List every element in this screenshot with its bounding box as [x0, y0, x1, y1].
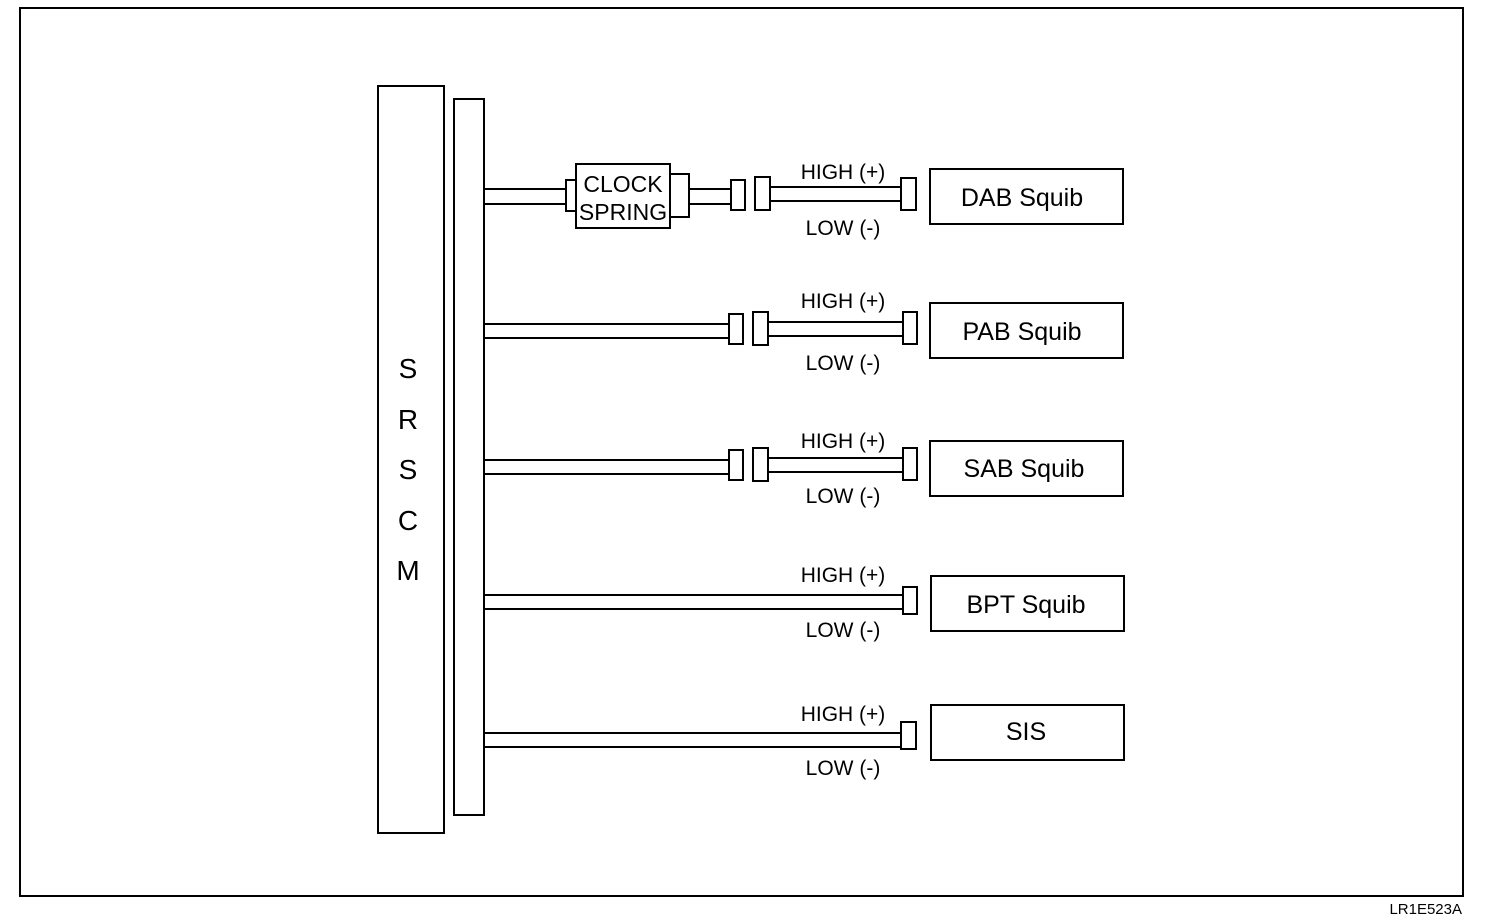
- squib-box-dab: [929, 168, 1124, 225]
- srscm-letter: R: [398, 404, 418, 435]
- high-label: HIGH (+): [801, 290, 886, 313]
- connector: [728, 449, 744, 481]
- circuit-bpt: HIGH (+) LOW (-) BPT Squib: [484, 564, 1125, 642]
- high-label: HIGH (+): [801, 161, 886, 184]
- circuit-pab: HIGH (+) LOW (-) PAB Squib: [484, 290, 1124, 375]
- low-label: LOW (-): [806, 619, 881, 642]
- clock-spring-label-line1: CLOCK: [583, 171, 663, 197]
- squib-box-sab: [929, 440, 1124, 497]
- connector: [752, 447, 769, 482]
- high-label: HIGH (+): [801, 564, 886, 587]
- connector: [900, 177, 917, 211]
- figure-code: LR1E523A: [1389, 901, 1462, 918]
- low-label: LOW (-): [806, 485, 881, 508]
- squib-label-dab: DAB Squib: [961, 184, 1083, 212]
- low-label: LOW (-): [806, 352, 881, 375]
- circuit-dab: CLOCK SPRING HIGH (+) LOW (-) DAB Squib: [484, 161, 1124, 240]
- squib-label-pab: PAB Squib: [962, 318, 1081, 346]
- squib-box-sis: [930, 704, 1125, 761]
- srscm-letter: C: [398, 505, 418, 536]
- connector: [754, 176, 771, 211]
- srscm-letter: S: [399, 353, 418, 384]
- high-label: HIGH (+): [801, 430, 886, 453]
- low-label: LOW (-): [806, 217, 881, 240]
- squib-box-bpt: [930, 575, 1125, 632]
- connector: [752, 311, 769, 346]
- squib-label-sab: SAB Squib: [964, 455, 1085, 483]
- connector: [730, 179, 746, 211]
- squib-label-bpt: BPT Squib: [966, 591, 1085, 619]
- srscm-label: S R S C M: [396, 353, 419, 586]
- srscm-module-box: [377, 85, 445, 834]
- clock-spring-label-line2: SPRING: [579, 199, 667, 225]
- connector: [565, 179, 577, 212]
- srscm-letter: S: [399, 454, 418, 485]
- connector: [900, 721, 917, 750]
- squib-box-pab: [929, 302, 1124, 359]
- srscm-connector-bar: [453, 98, 485, 816]
- diagram-border: [19, 7, 1464, 897]
- connector: [902, 311, 918, 345]
- srscm-letter: M: [396, 555, 419, 586]
- high-label: HIGH (+): [801, 703, 886, 726]
- connector: [728, 313, 744, 345]
- connector: [669, 173, 690, 218]
- circuit-sab: HIGH (+) LOW (-) SAB Squib: [484, 430, 1124, 508]
- low-label: LOW (-): [806, 757, 881, 780]
- squib-label-sis: SIS: [1006, 718, 1046, 746]
- clock-spring-box: [575, 163, 671, 229]
- circuit-sis: HIGH (+) LOW (-) SIS: [484, 703, 1125, 780]
- connector: [902, 447, 918, 481]
- connector: [902, 586, 918, 615]
